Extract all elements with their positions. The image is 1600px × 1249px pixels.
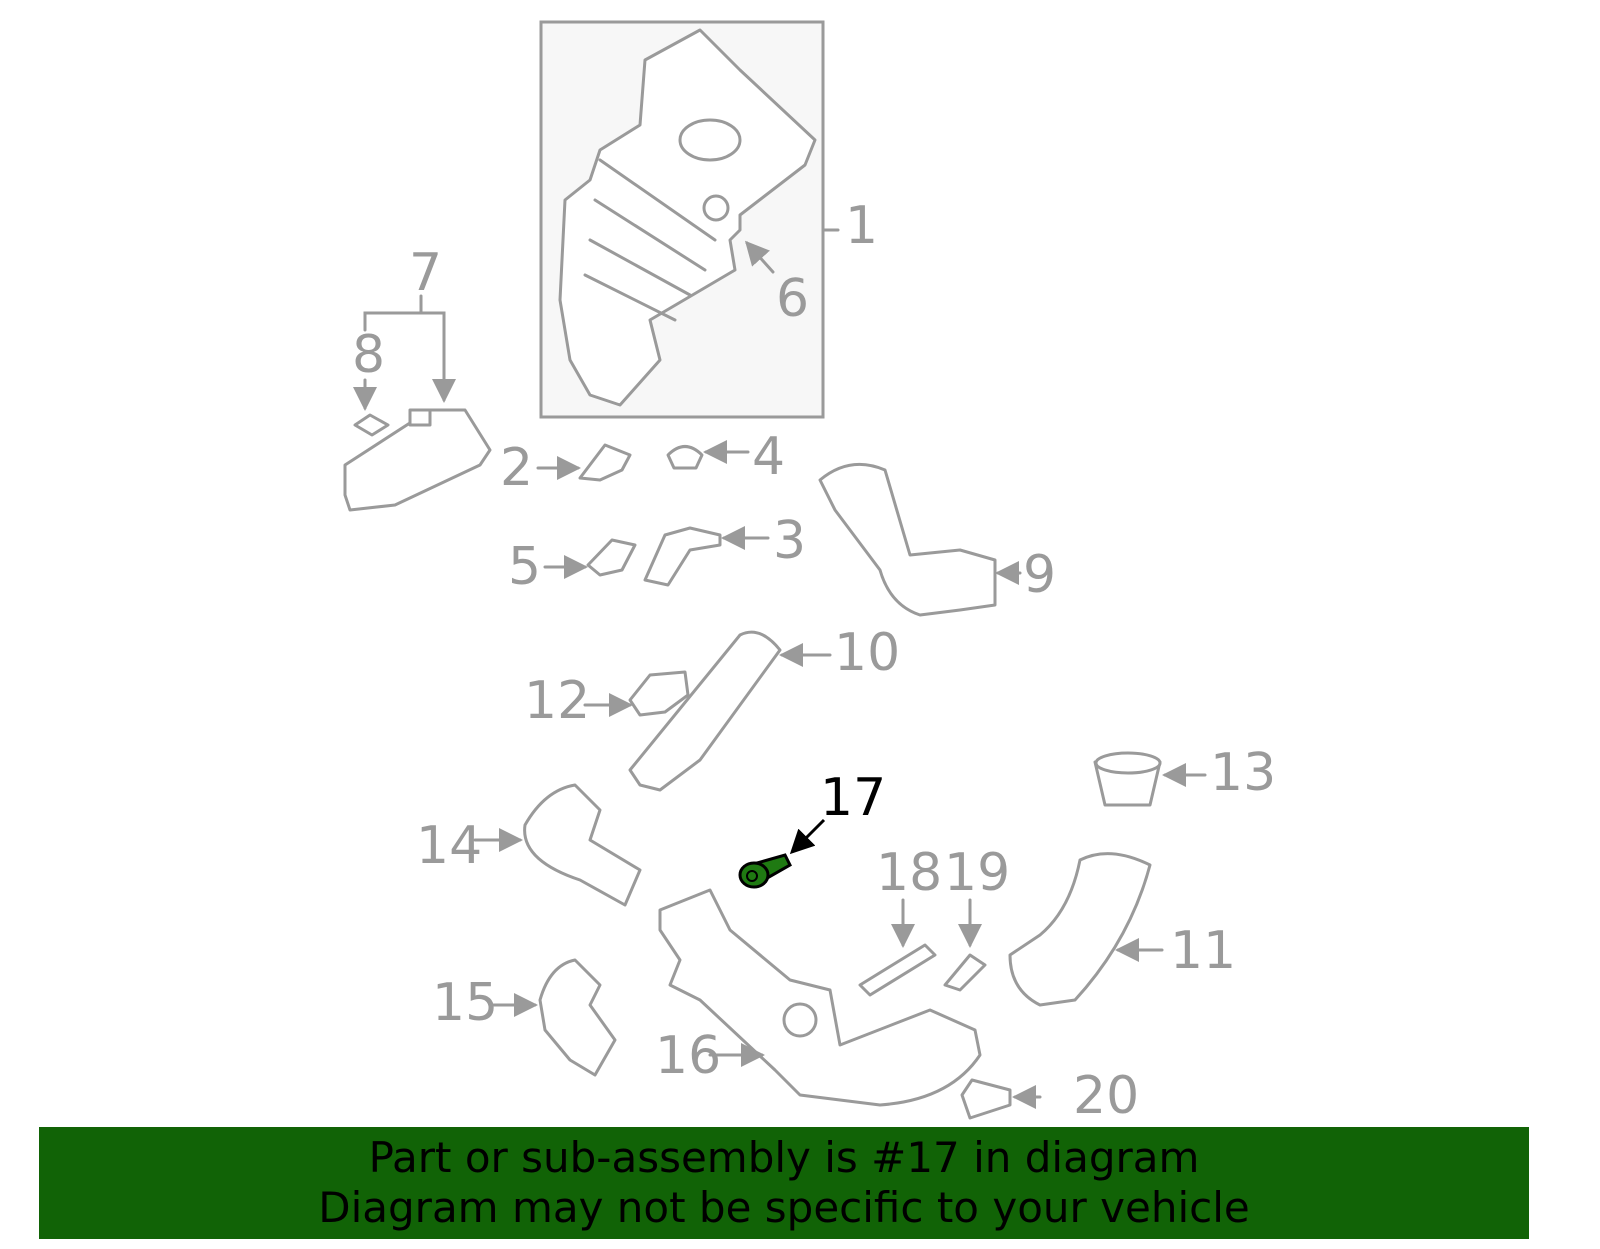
callout-19[interactable]: 19: [944, 843, 1010, 903]
callout-9[interactable]: 9: [1023, 545, 1056, 605]
arrow-6: [744, 240, 775, 274]
part-3-bracket[interactable]: [643, 526, 722, 587]
callout-7[interactable]: 7: [409, 243, 442, 303]
part-4-grommet[interactable]: [666, 445, 704, 470]
bracket-7: [363, 311, 456, 403]
part-20-bracket[interactable]: [960, 1078, 1012, 1120]
part-11-hose[interactable]: [1008, 852, 1152, 1007]
callout-5[interactable]: 5: [508, 537, 541, 597]
callout-4[interactable]: 4: [752, 427, 785, 487]
callout-17[interactable]: 17: [820, 768, 886, 828]
part-10-hose[interactable]: [628, 630, 782, 792]
callout-16[interactable]: 16: [655, 1026, 721, 1086]
callout-3[interactable]: 3: [773, 511, 806, 571]
part-14-hose[interactable]: [523, 783, 642, 907]
part-12-bracket[interactable]: [628, 670, 690, 717]
callout-12[interactable]: 12: [524, 671, 590, 731]
callout-18[interactable]: 18: [876, 843, 942, 903]
callout-8[interactable]: 8: [352, 325, 385, 385]
callout-20[interactable]: 20: [1073, 1066, 1139, 1126]
part-2-bracket[interactable]: [578, 443, 632, 482]
part-8-clip[interactable]: [353, 413, 390, 437]
part-15-hose[interactable]: [538, 958, 617, 1077]
part-19-sensor[interactable]: [943, 953, 987, 992]
callout-6[interactable]: 6: [776, 269, 809, 329]
callout-15[interactable]: 15: [432, 973, 498, 1033]
part-7-resonator[interactable]: [343, 408, 492, 512]
banner-line-1: Part or sub-assembly is #17 in diagram: [368, 1133, 1200, 1182]
callout-11[interactable]: 11: [1170, 921, 1236, 981]
callout-10[interactable]: 10: [834, 623, 900, 683]
info-banner: Part or sub-assembly is #17 in diagram D…: [39, 1127, 1529, 1239]
callout-14[interactable]: 14: [416, 816, 482, 876]
callout-1[interactable]: 1: [845, 196, 878, 256]
part-17-highlighted[interactable]: [738, 853, 792, 889]
part-18-sensor[interactable]: [858, 943, 937, 997]
banner-line-2: Diagram may not be specific to your vehi…: [318, 1183, 1250, 1232]
part-1-air-cleaner-assembly[interactable]: [539, 20, 840, 419]
arrow-17: [789, 818, 826, 855]
callout-2[interactable]: 2: [500, 438, 533, 498]
part-5-insulator[interactable]: [586, 538, 637, 577]
callout-13[interactable]: 13: [1210, 743, 1276, 803]
part-9-air-duct[interactable]: [818, 462, 997, 617]
